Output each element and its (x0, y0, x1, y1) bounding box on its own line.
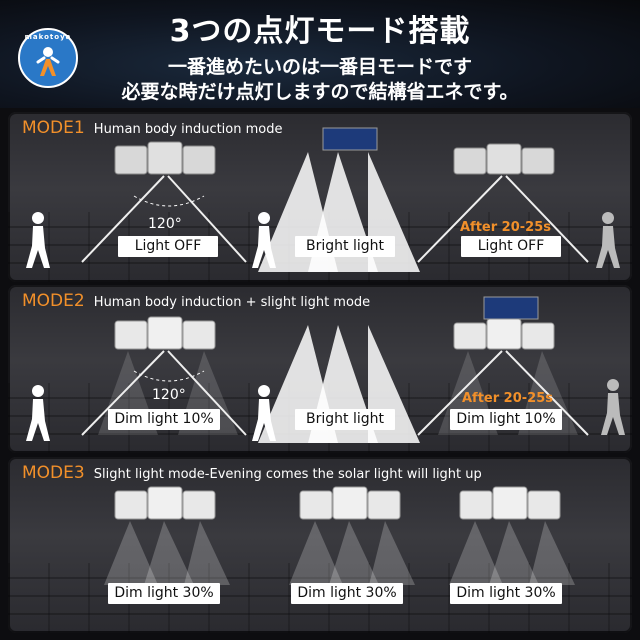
sensor-line-icon (505, 175, 589, 263)
mode1-panel: MODE1 Human body induction mode 120° Lig… (8, 112, 632, 282)
dim-beam-icon (489, 521, 539, 585)
lamp-dim-icon (114, 316, 216, 350)
mode1-state-2: Bright light (295, 236, 395, 257)
mode2-state-3: Dim light 10% (450, 409, 562, 430)
dim-beam-icon (329, 521, 379, 585)
subtitle-line-2: 必要な時だけ点灯しますので結構省エネです。 (121, 81, 519, 103)
mode2-description: Human body induction + slight light mode (93, 295, 371, 310)
dim-beam-icon (144, 521, 194, 585)
walking-person-icon (596, 212, 620, 268)
mode3-state-1: Dim light 30% (108, 583, 220, 604)
mode3-state-2: Dim light 30% (291, 583, 403, 604)
sensor-line-icon (505, 350, 589, 436)
sensor-line-icon (167, 350, 247, 436)
mode3-panel: MODE3 Slight light mode-Evening comes th… (8, 457, 632, 633)
dim-beam-icon (369, 521, 415, 585)
dim-beam-icon (529, 521, 575, 585)
mode1-title: MODE1 Human body induction mode (22, 118, 283, 138)
mode3-state-3: Dim light 30% (450, 583, 562, 604)
mode1-angle: 120° (148, 216, 182, 232)
walking-person-icon (26, 212, 50, 268)
brand-logo: makotoya (18, 28, 78, 88)
mode3-label: MODE3 (22, 463, 85, 483)
dim-beam-icon (184, 521, 230, 585)
mode2-delay: After 20-25s (462, 391, 553, 406)
mode2-angle: 120° (152, 387, 186, 403)
lamp-dim-icon (459, 486, 561, 520)
dim-beam-icon (449, 521, 503, 585)
walking-person-icon (26, 385, 50, 441)
mode1-state-3: Light OFF (461, 236, 561, 257)
mode1-description: Human body induction mode (93, 122, 283, 137)
lamp-dim-icon (114, 486, 216, 520)
dim-beam-icon (104, 521, 158, 585)
mode1-state-1: Light OFF (118, 236, 218, 257)
lamp-dim-icon (299, 486, 401, 520)
lamp-off-icon (114, 141, 216, 175)
solar-panel-icon (322, 127, 378, 151)
mode3-description: Slight light mode-Evening comes the sola… (93, 467, 482, 482)
dim-beam-icon (289, 521, 343, 585)
sensor-line-icon (81, 350, 165, 436)
logo-text: makotoya (24, 33, 72, 41)
page-title: 3つの点灯モード搭載 (169, 14, 471, 49)
sensor-line-icon (417, 350, 503, 436)
mode2-state-2: Bright light (295, 409, 395, 430)
subtitle-line-1: 一番進めたいのは一番目モードです (167, 56, 472, 78)
sensor-line-icon (167, 175, 247, 263)
mode2-state-1: Dim light 10% (108, 409, 220, 430)
walking-person-icon (252, 385, 276, 441)
lamp-off-icon (453, 143, 555, 175)
mode1-label: MODE1 (22, 118, 85, 138)
mode3-illustration (104, 486, 575, 585)
mode2-panel: MODE2 Human body induction + slight ligh… (8, 285, 632, 453)
walking-person-icon (601, 379, 625, 435)
walking-person-icon (252, 212, 276, 268)
mode2-title: MODE2 Human body induction + slight ligh… (22, 291, 370, 311)
mode1-delay: After 20-25s (460, 220, 551, 235)
lamp-dim-icon (453, 318, 555, 350)
header-banner: makotoya 3つの点灯モード搭載 一番進めたいのは一番目モードです 必要な… (0, 0, 640, 108)
sensor-arc-icon (133, 195, 205, 207)
sensor-line-icon (81, 175, 165, 263)
sensor-line-icon (417, 175, 503, 263)
solar-panel-icon (483, 296, 539, 320)
mode2-label: MODE2 (22, 291, 85, 311)
mode3-title: MODE3 Slight light mode-Evening comes th… (22, 463, 482, 483)
